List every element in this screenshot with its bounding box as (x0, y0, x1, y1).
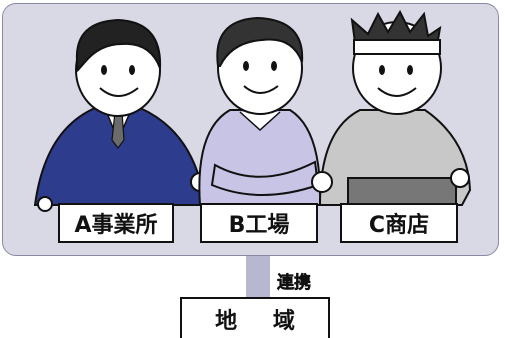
person-c (311, 9, 472, 206)
link-label: 連携 (277, 273, 312, 294)
person-b (198, 16, 322, 206)
label-c-shop: C商店 (340, 203, 458, 243)
label-a-office: A事業所 (58, 203, 174, 243)
connector-bar (246, 256, 270, 298)
person-a (33, 18, 210, 212)
label-b-factory: B工場 (200, 203, 318, 243)
region-box: 地 域 (180, 297, 330, 338)
